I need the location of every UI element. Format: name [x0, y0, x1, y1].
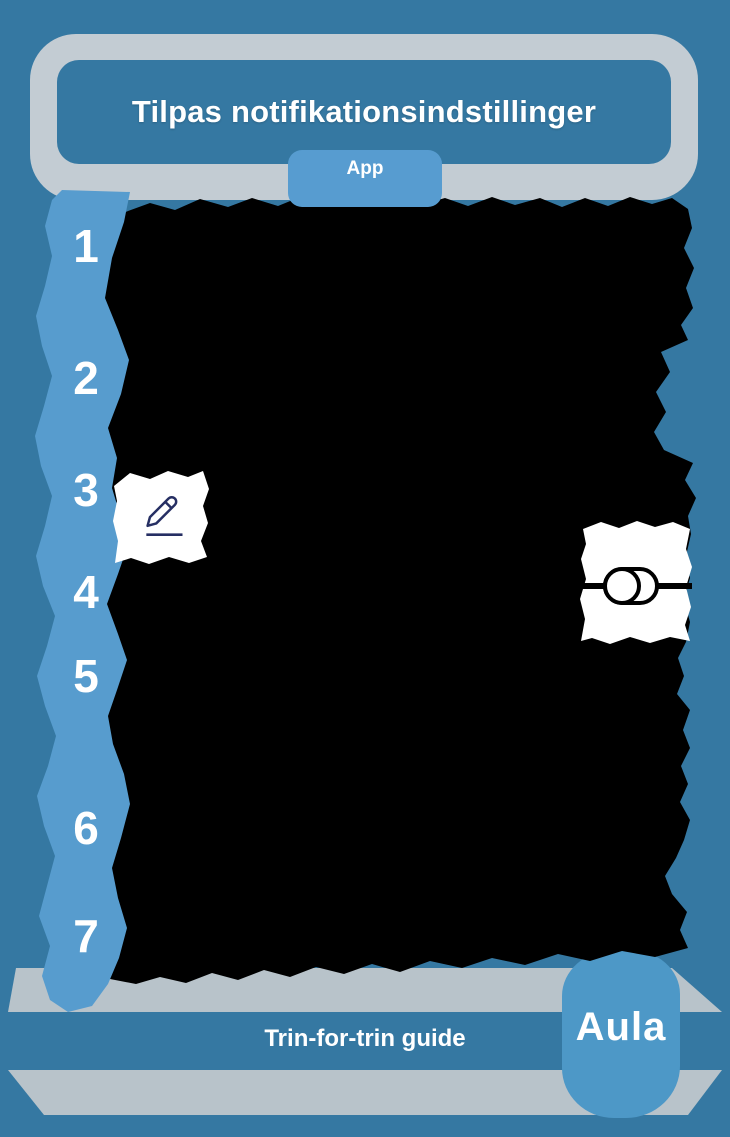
- step-number-2: 2: [73, 352, 99, 404]
- aula-logo-blob: Aula: [562, 950, 680, 1118]
- toggle-switch-icon: [581, 567, 692, 605]
- page-title: Tilpas notifikationsindstillinger: [131, 94, 597, 129]
- title-box: Tilpas notifikationsindstillinger: [57, 60, 671, 164]
- platform-badge: App: [288, 150, 442, 207]
- guide-type-label: Trin-for-trin guide: [264, 1025, 466, 1052]
- edit-pencil-icon: [146, 496, 183, 537]
- step-number-5: 5: [73, 650, 99, 702]
- step-number-6: 6: [73, 802, 99, 854]
- step-number-7: 7: [73, 910, 99, 962]
- step-number-3: 3: [73, 464, 99, 516]
- aula-logo-text: Aula: [575, 1004, 667, 1049]
- step-number-1: 1: [73, 220, 99, 272]
- platform-badge-label: App: [346, 158, 384, 179]
- step-number-4: 4: [73, 566, 99, 618]
